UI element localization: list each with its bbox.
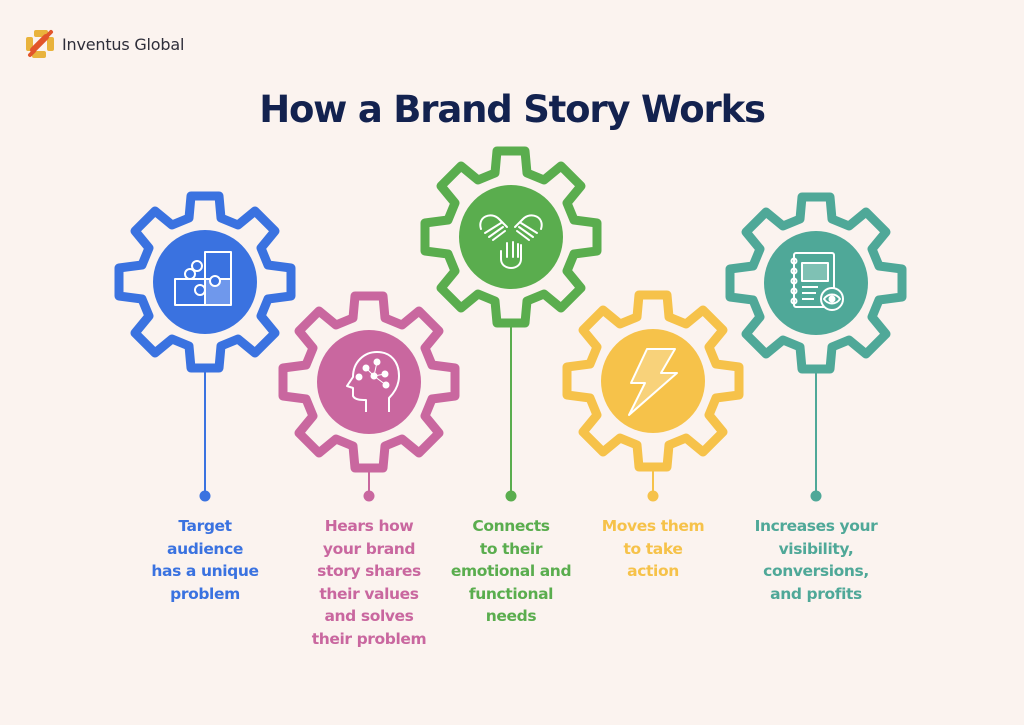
step-1-caption: Target audience has a unique problem [151,517,259,603]
step-4-dot [647,490,659,502]
notebook-eye-icon [790,252,844,311]
lightning-icon [628,348,678,416]
page-title: How a Brand Story Works [259,88,766,131]
step-4-gear [567,295,739,502]
step-3-caption: Connects to their emotional and function… [450,517,572,625]
step-2-dot [363,490,375,502]
step-5-gear [730,197,902,502]
step-1-gear [119,196,291,502]
step-5-dot [810,490,822,502]
brand-logo: Inventus Global [24,28,184,60]
brand-name: Inventus Global [62,34,185,54]
step-2-caption: Hears how your brand story shares their … [311,517,427,648]
step-3-dot [505,490,517,502]
step-1-dot [199,490,211,502]
inventus-logo-icon [26,30,54,58]
hands-icon [479,214,543,269]
step-4-caption: Moves them to take action [601,517,705,580]
step-5-caption: Increases your visibility, conversions, … [754,517,878,603]
step-3-gear [425,151,597,502]
brain-head-icon [346,351,400,412]
step-2-gear [283,296,455,502]
puzzle-icon [174,251,232,306]
